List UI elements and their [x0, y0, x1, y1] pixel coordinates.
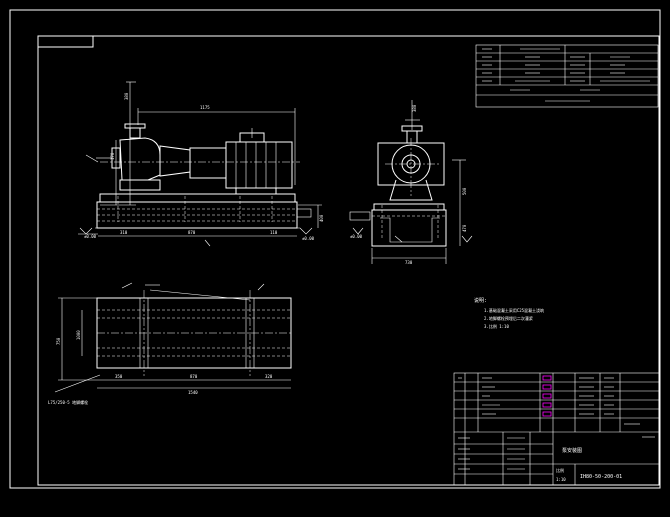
side-elevation: ±0.00 [350, 234, 363, 239]
plan-anchor-note: L75/250-5 地脚螺栓 [48, 399, 88, 405]
front-elevation-right: ±0.00 [302, 236, 315, 241]
front-right-dim-1: 400 [319, 214, 324, 222]
spec-table [475, 44, 659, 108]
side-foundation [371, 209, 447, 247]
outer-frame [9, 9, 661, 489]
inner-frame [37, 35, 660, 486]
base-plate [99, 193, 296, 203]
front-view: 1175 380 170 [78, 81, 324, 247]
plan-left-dim-2: 1000 [76, 330, 81, 340]
plan-left-dim-1: 750 [56, 337, 61, 345]
plan-view: 750 1000 350 870 320 1540 L75/250-5 地脚螺栓 [48, 282, 292, 405]
coupling-guard [189, 147, 227, 179]
front-bottom-dim-1: 310 [120, 230, 128, 235]
side-top-dim: 380 [412, 104, 417, 112]
plan-overall-dim: 1540 [188, 390, 198, 395]
scale-label: 比例 [556, 467, 564, 473]
pump-casing [119, 137, 161, 181]
drawing-number: IH80-50-200-01 [580, 474, 622, 480]
note-3: 3.比例 1:10 [484, 323, 509, 329]
bearing-bracket [159, 145, 191, 177]
drawing-title: 泵安装图 [562, 447, 582, 454]
revision-marks [542, 375, 552, 417]
side-bottom-dim: 730 [405, 260, 413, 265]
front-elevation-left: ±0.00 [84, 234, 97, 239]
front-bottom-dim-2: 870 [188, 230, 196, 235]
side-right-dim-2: 470 [462, 224, 467, 232]
title-block: 泵安装图 IH80-50-200-01 比例 1:10 [453, 372, 660, 486]
note-1: 1.基础混凝土采用C25混凝土浇筑 [484, 307, 544, 313]
side-base-plate [373, 203, 445, 211]
front-left-dim-1: 380 [124, 92, 129, 100]
plan-bottom-dim-2: 870 [190, 374, 198, 379]
front-bottom-dim-3: 110 [270, 230, 278, 235]
side-view: 380 500 470 730 ±0.00 [349, 100, 473, 265]
scale-value: 1:10 [556, 477, 566, 482]
side-right-dim-1: 500 [462, 187, 467, 195]
corner-tab [37, 35, 94, 48]
front-top-dim: 1175 [200, 105, 210, 110]
notes-heading: 说明: [474, 297, 487, 304]
plan-bottom-dim-3: 320 [265, 374, 273, 379]
plan-bottom-dim-1: 350 [115, 374, 123, 379]
note-2: 2.地脚螺栓预埋后二次灌浆 [484, 315, 533, 321]
technical-notes: 说明: 1.基础混凝土采用C25混凝土浇筑 2.地脚螺栓预埋后二次灌浆 3.比例… [474, 297, 544, 329]
